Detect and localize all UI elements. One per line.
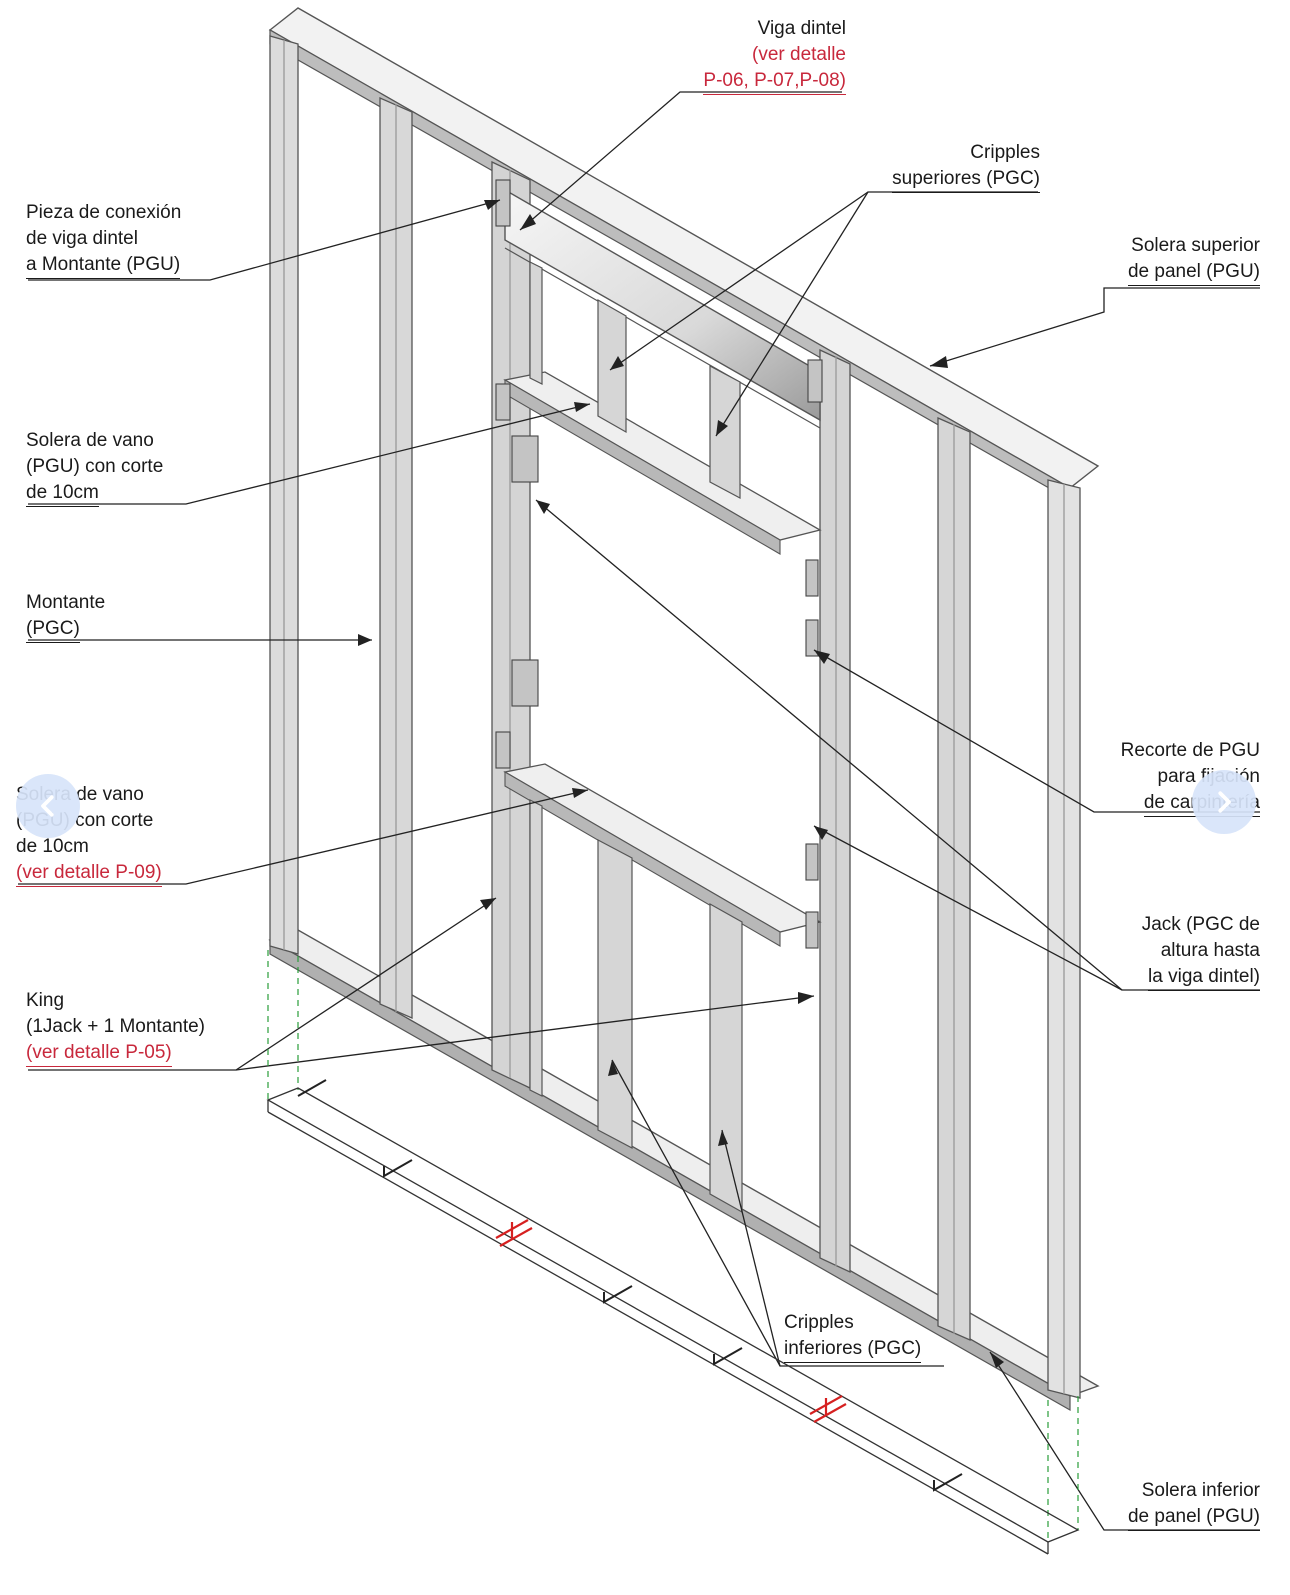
chevron-right-icon bbox=[1218, 791, 1231, 813]
studs bbox=[269, 35, 1081, 1399]
label-solera-superior: Solera superior de panel (PGU) bbox=[1090, 233, 1260, 286]
label-viga-dintel: Viga dintel (ver detalle P-06, P-07,P-08… bbox=[676, 16, 846, 95]
upper-cripples bbox=[529, 261, 741, 499]
label-solera-inferior: Solera inferior de panel (PGU) bbox=[1090, 1478, 1260, 1531]
connection-clips bbox=[495, 179, 823, 949]
chevron-left-icon bbox=[41, 795, 54, 817]
upper-opening-track bbox=[503, 371, 822, 555]
next-image-button[interactable] bbox=[1192, 770, 1256, 834]
dimension-lines bbox=[266, 950, 1080, 1555]
label-cripples-inferiores: Cripples inferiores (PGC) bbox=[784, 1310, 922, 1363]
previous-image-button[interactable] bbox=[16, 774, 80, 838]
label-pieza-conexion: Pieza de conexión de viga dintel a Monta… bbox=[26, 200, 181, 279]
label-cripples-superiores: Cripples superiores (PGC) bbox=[860, 140, 1040, 193]
label-king: King (1Jack + 1 Montante) (ver detalle P… bbox=[26, 988, 205, 1067]
label-solera-vano-superior: Solera de vano (PGU) con corte de 10cm bbox=[26, 428, 163, 507]
top-track bbox=[268, 7, 1100, 502]
lower-opening-track bbox=[503, 763, 822, 947]
leader-lines bbox=[18, 91, 1260, 1531]
lower-cripples bbox=[529, 799, 743, 1214]
label-jack: Jack (PGC de altura hasta la viga dintel… bbox=[1100, 912, 1260, 991]
arrowheads bbox=[358, 200, 1004, 1368]
label-montante: Montante (PGC) bbox=[26, 590, 105, 643]
